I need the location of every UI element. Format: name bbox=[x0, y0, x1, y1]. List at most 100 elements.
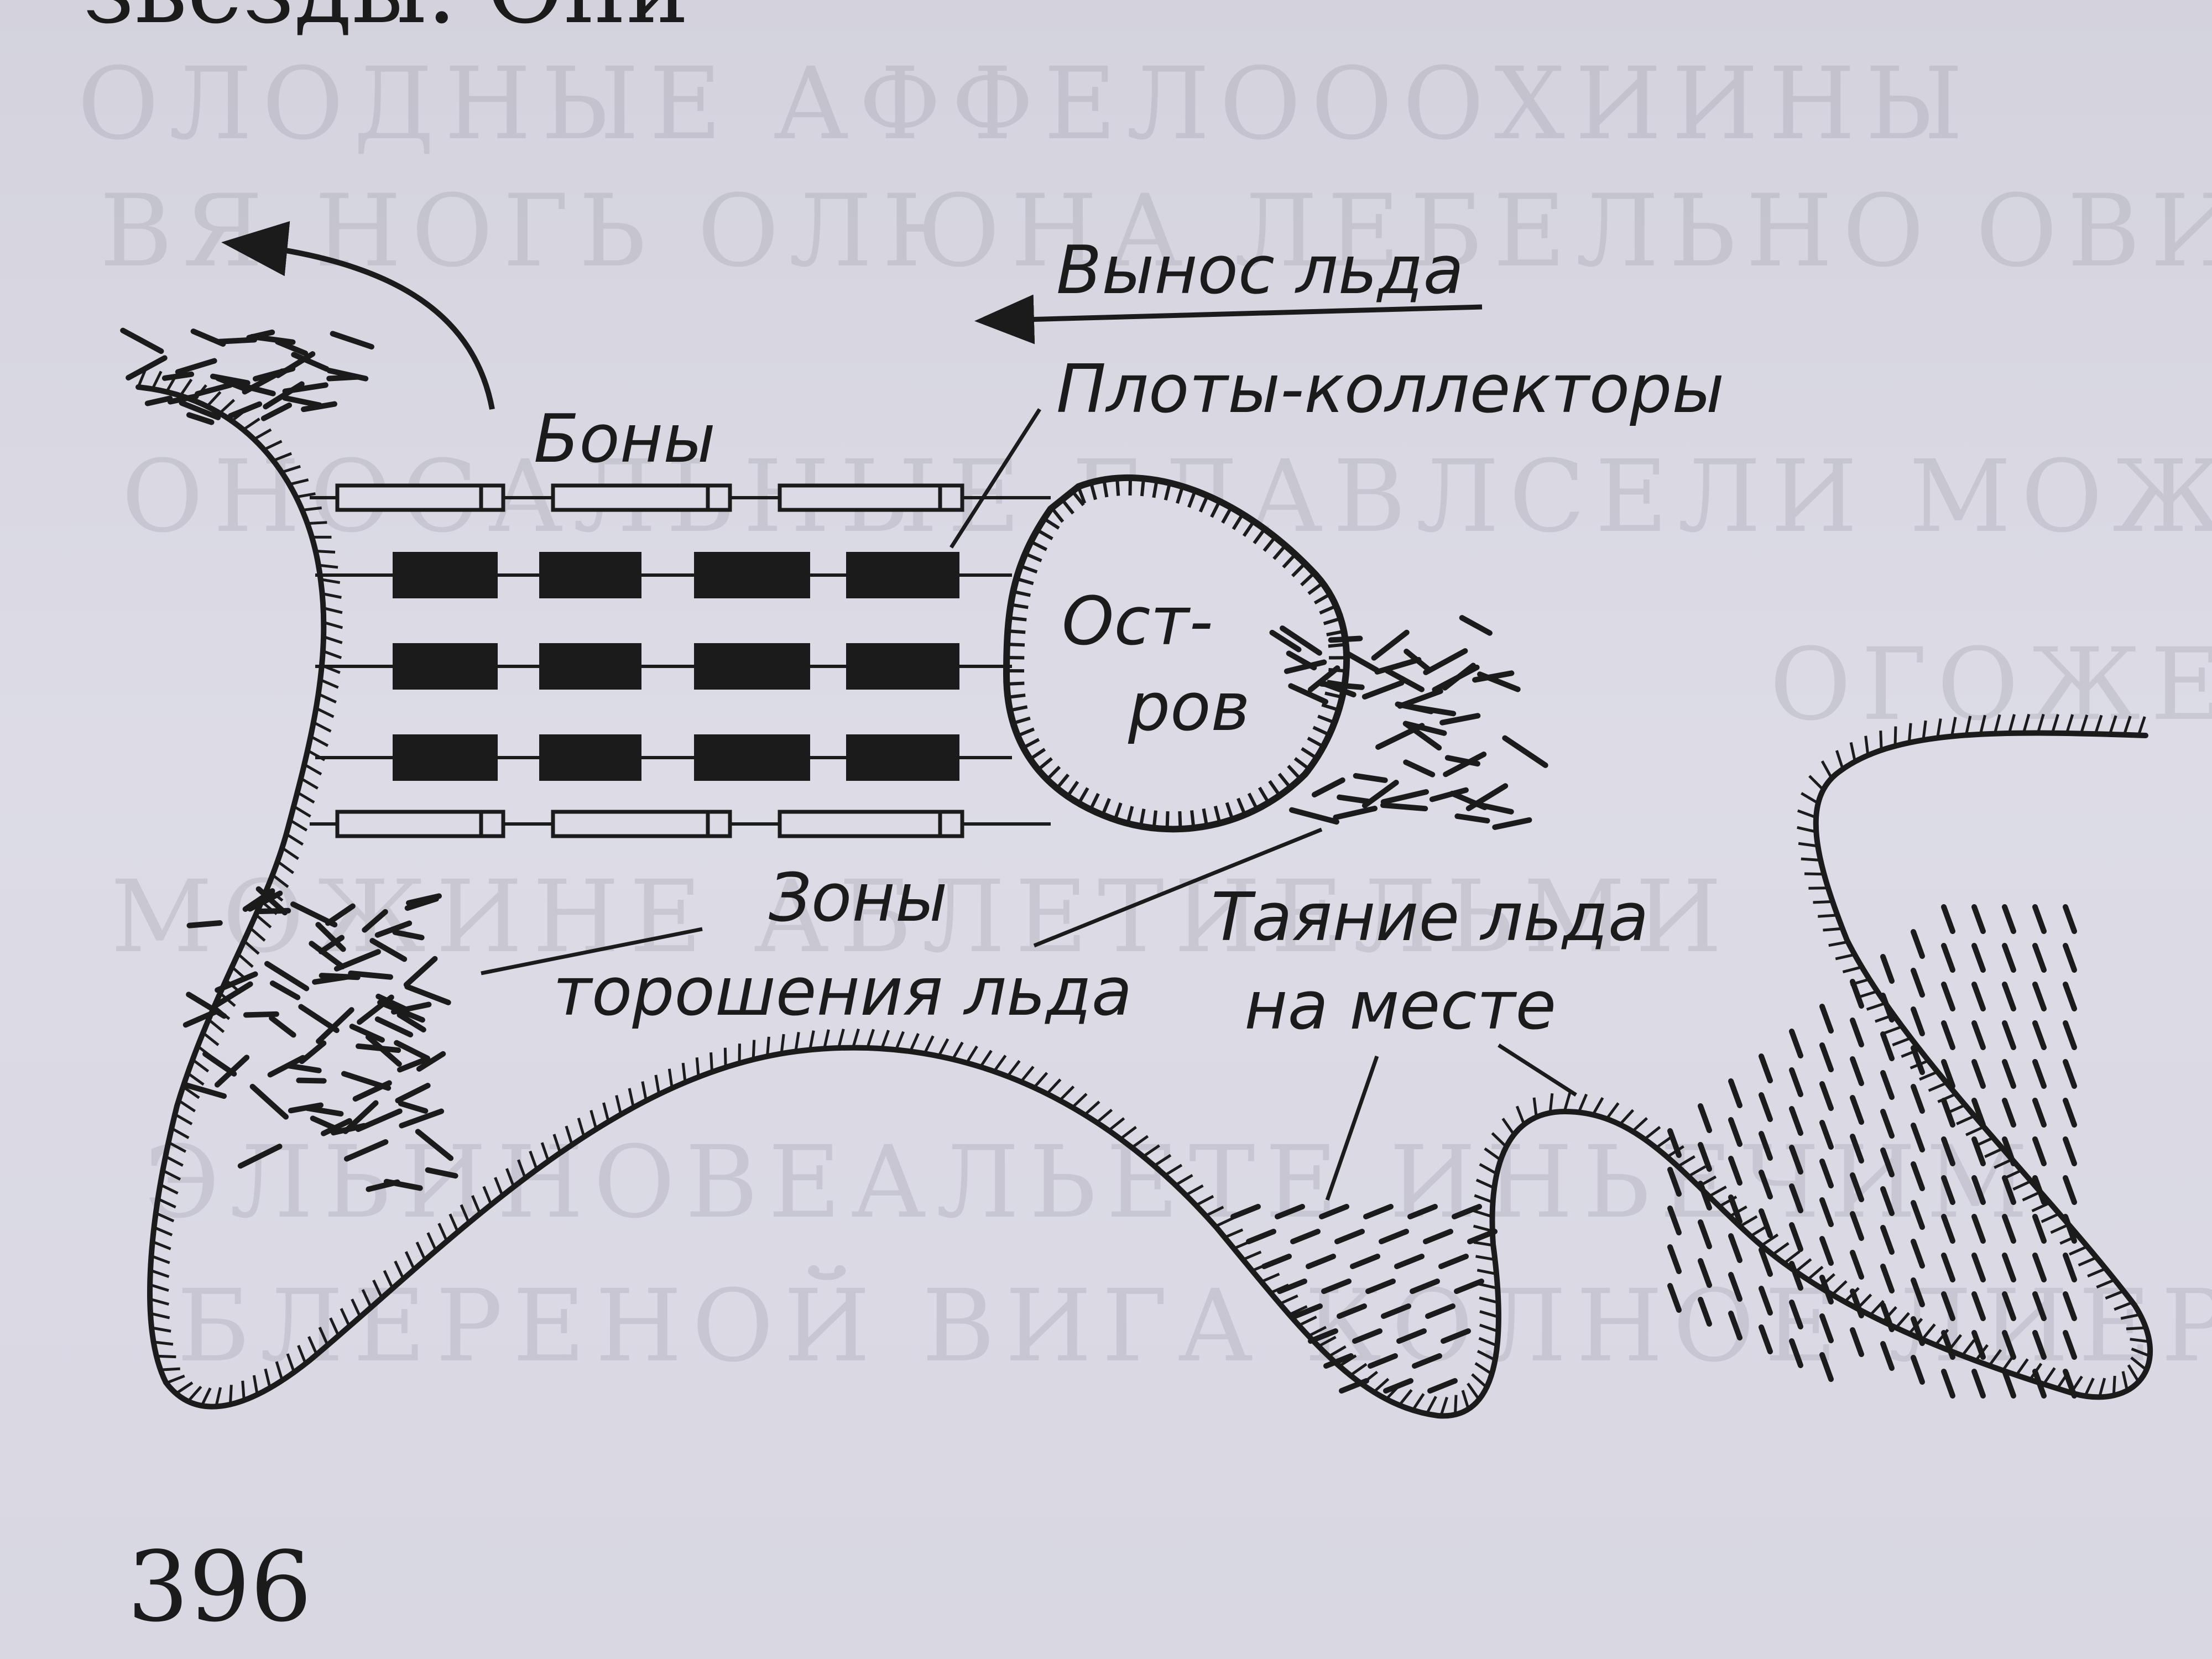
hatch-tick bbox=[276, 860, 295, 874]
hatch-tick bbox=[300, 777, 319, 790]
ice-fragment bbox=[1353, 773, 1388, 783]
hatch-tick bbox=[361, 1289, 373, 1308]
hatch-tick bbox=[951, 1041, 964, 1060]
ice-fragment bbox=[391, 1001, 432, 1015]
hatch-tick bbox=[150, 1312, 170, 1319]
island-hatch-tick bbox=[1221, 507, 1233, 524]
raft bbox=[846, 552, 959, 598]
hatch-tick bbox=[529, 1150, 538, 1170]
ice-fragment bbox=[1333, 805, 1378, 820]
melting-ice-dash bbox=[2002, 904, 2016, 934]
hatch-tick bbox=[852, 1028, 860, 1048]
hatch-tick bbox=[837, 1029, 845, 1048]
ice-fragment bbox=[1288, 807, 1339, 825]
ice-fragment bbox=[309, 941, 346, 970]
ice-fragment bbox=[1492, 817, 1532, 830]
ice-fragment bbox=[374, 920, 413, 938]
hatch-tick bbox=[150, 1269, 170, 1279]
melting-ice-dash bbox=[2032, 1369, 2047, 1399]
ice-fragment bbox=[1328, 635, 1363, 643]
ice-fragment bbox=[392, 929, 425, 941]
melting-ice-dash bbox=[1880, 1186, 1895, 1216]
hatch-tick bbox=[207, 1018, 225, 1034]
hatch-tick bbox=[312, 721, 332, 733]
melting-ice-bay-2 bbox=[1667, 904, 2077, 1399]
island-hatch-tick bbox=[1319, 604, 1337, 615]
raft bbox=[694, 552, 810, 598]
melting-ice-dash bbox=[2002, 1175, 2016, 1205]
hatch-tick bbox=[1474, 1194, 1494, 1204]
island-hatch-tick bbox=[1272, 544, 1287, 560]
ice-fragment bbox=[326, 368, 369, 382]
svg-text:ОГОЖЕ: ОГОЖЕ bbox=[1770, 627, 2212, 743]
melting-ice-dash bbox=[1819, 1081, 1834, 1111]
boom-end bbox=[479, 810, 505, 838]
raft bbox=[846, 734, 959, 781]
ice-fragment bbox=[239, 383, 276, 397]
island-hatch-tick bbox=[1077, 486, 1087, 504]
melting-ice-dash bbox=[1728, 1233, 1743, 1263]
hatch-tick bbox=[1849, 742, 1856, 762]
melting-ice-dash bbox=[1850, 1288, 1864, 1318]
hatch-tick bbox=[149, 1283, 169, 1292]
ice-fragment bbox=[1343, 650, 1380, 674]
island-hatch-tick bbox=[1046, 765, 1061, 781]
hatch-tick bbox=[1058, 1085, 1075, 1102]
hatch-tick bbox=[494, 1177, 504, 1197]
hatch-tick bbox=[1631, 1117, 1648, 1133]
hatch-tick bbox=[1478, 1337, 1498, 1347]
hatch-tick bbox=[317, 692, 337, 704]
hatch-tick bbox=[2131, 1347, 2151, 1358]
melting-ice-dash bbox=[1880, 954, 1895, 984]
hatch-tick bbox=[1373, 1378, 1390, 1394]
melting-ice-dash bbox=[1363, 1204, 1394, 1219]
hatch-tick bbox=[351, 1298, 362, 1318]
hatch-tick bbox=[2065, 714, 2074, 734]
leader-melt-right bbox=[1498, 1044, 1577, 1097]
hatch-tick bbox=[1108, 1117, 1125, 1132]
raft bbox=[846, 643, 959, 690]
melting-ice-dash bbox=[2002, 1330, 2016, 1360]
ice-fragment bbox=[348, 970, 393, 980]
hatch-tick bbox=[1950, 717, 1957, 737]
hatch-tick bbox=[709, 1052, 714, 1072]
island-hatch-tick bbox=[1213, 805, 1222, 824]
label-booms: Боны bbox=[534, 401, 716, 478]
melting-ice-dash bbox=[1911, 1006, 1925, 1036]
island-hatch-tick bbox=[1056, 773, 1070, 790]
hatch-tick bbox=[2007, 714, 2016, 734]
hatch-tick bbox=[315, 707, 335, 718]
hatch-tick bbox=[437, 1223, 448, 1242]
hatch-tick bbox=[297, 1345, 307, 1364]
hatch-tick bbox=[1813, 900, 1833, 904]
hatch-tick bbox=[1883, 1025, 1903, 1035]
island-hatch-tick bbox=[1008, 629, 1026, 634]
melting-ice-dash bbox=[1698, 1142, 1712, 1172]
melting-ice-dash bbox=[1941, 904, 1955, 934]
melting-ice-dash bbox=[1911, 1239, 1925, 1269]
melting-ice-dash bbox=[1941, 1214, 1955, 1244]
island-hatch-tick bbox=[1210, 500, 1221, 518]
ice-fragments-behind-island bbox=[1269, 615, 1548, 830]
hatch-tick bbox=[153, 1226, 173, 1237]
hatch-tick bbox=[1739, 1215, 1758, 1228]
melting-ice-dash bbox=[1941, 1136, 1955, 1166]
hatch-tick bbox=[323, 635, 343, 644]
hatch-tick bbox=[253, 428, 272, 441]
ice-fragment bbox=[333, 949, 381, 972]
hatch-tick bbox=[1858, 990, 1878, 999]
hatch-tick bbox=[1006, 1060, 1021, 1077]
ice-fragment bbox=[186, 992, 227, 1019]
hatch-tick bbox=[1548, 1093, 1554, 1113]
melting-ice-dash bbox=[1306, 1254, 1336, 1269]
melting-ice-dash bbox=[1880, 1070, 1895, 1100]
hatch-tick bbox=[1224, 1228, 1244, 1239]
island-hatch-tick bbox=[1287, 764, 1302, 780]
curved-flow-arrow bbox=[221, 221, 495, 410]
melting-ice-dash bbox=[1368, 1353, 1398, 1369]
hatch-tick bbox=[517, 1159, 527, 1179]
island-hatch-tick bbox=[1009, 616, 1027, 622]
melting-ice-dash bbox=[1880, 1031, 1895, 1061]
boom-end bbox=[938, 483, 964, 512]
